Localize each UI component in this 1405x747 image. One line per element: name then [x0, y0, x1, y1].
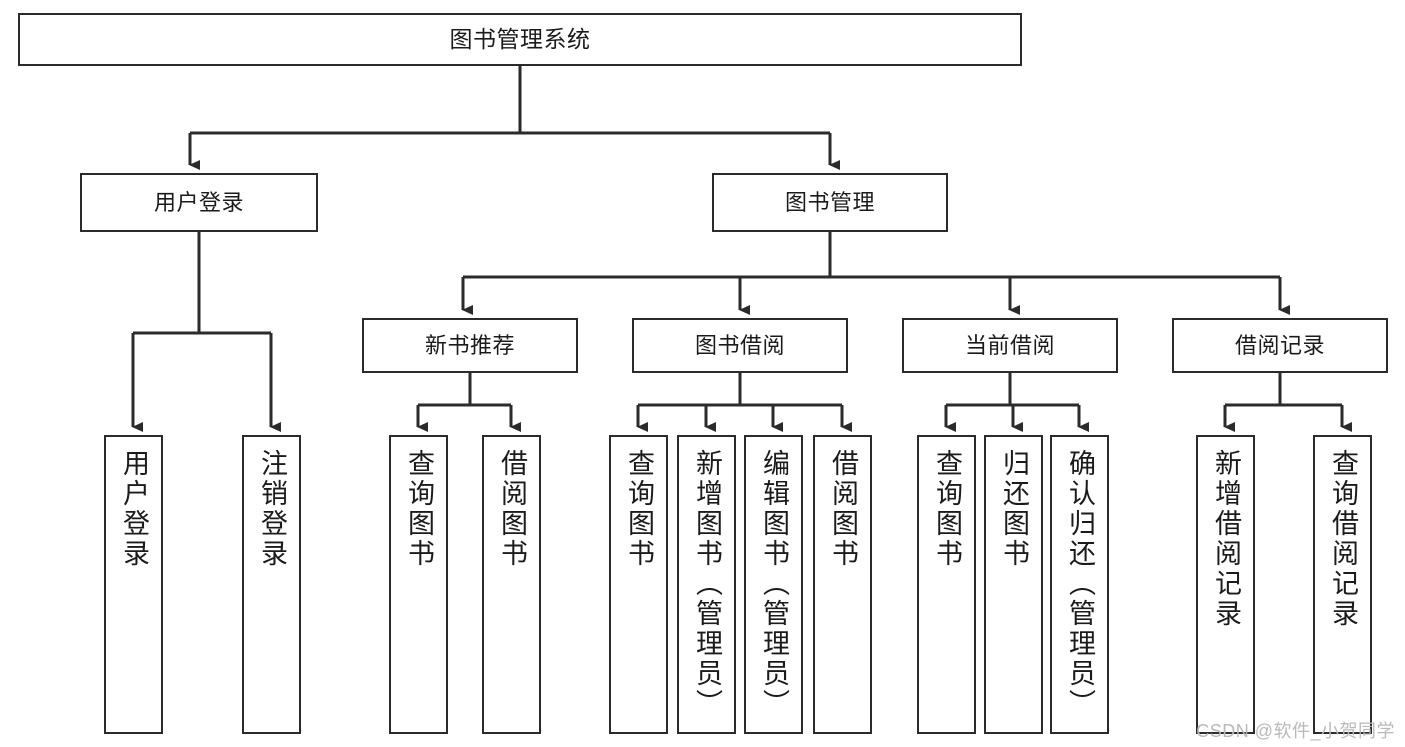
csdn-watermark: CSDN @软件_小贺同学 — [1196, 721, 1395, 741]
node-label: 借阅记录 — [1234, 332, 1325, 358]
leaf-recommend-query-book[interactable]: 查询图书 — [389, 435, 448, 734]
node-label: 新增图书（管理员） — [692, 449, 722, 719]
node-current-borrow[interactable]: 当前借阅 — [902, 318, 1118, 373]
leaf-record-query-record[interactable]: 查询借阅记录 — [1313, 435, 1372, 734]
leaf-recommend-borrow-book[interactable]: 借阅图书 — [482, 435, 541, 734]
node-label: 注销登录 — [257, 449, 287, 569]
node-label: 用户登录 — [153, 189, 244, 215]
leaf-user-login-logout[interactable]: 注销登录 — [242, 435, 301, 734]
leaf-borrow-borrow-book[interactable]: 借阅图书 — [813, 435, 872, 734]
node-book-borrow[interactable]: 图书借阅 — [632, 318, 848, 373]
leaf-current-return-book[interactable]: 归还图书 — [984, 435, 1043, 734]
node-label: 新书推荐 — [424, 332, 515, 358]
node-label: 查询图书 — [932, 449, 962, 569]
node-label: 借阅图书 — [497, 449, 527, 569]
node-label: 图书管理系统 — [449, 26, 591, 53]
node-label: 归还图书 — [999, 449, 1029, 569]
node-label: 图书管理 — [784, 189, 875, 215]
node-new-book-recommend[interactable]: 新书推荐 — [362, 318, 578, 373]
node-label: 确认归还（管理员） — [1065, 449, 1095, 719]
leaf-borrow-edit-book-admin[interactable]: 编辑图书（管理员） — [744, 435, 803, 734]
node-label: 查询图书 — [624, 449, 654, 569]
node-book-management[interactable]: 图书管理 — [712, 173, 948, 232]
node-label: 查询借阅记录 — [1328, 449, 1358, 629]
leaf-borrow-add-book-admin[interactable]: 新增图书（管理员） — [677, 435, 736, 734]
leaf-current-confirm-return-admin[interactable]: 确认归还（管理员） — [1050, 435, 1109, 734]
node-label: 新增借阅记录 — [1211, 449, 1241, 629]
node-label: 图书借阅 — [694, 332, 785, 358]
leaf-user-login-login[interactable]: 用户登录 — [104, 435, 163, 734]
node-borrow-record[interactable]: 借阅记录 — [1172, 318, 1388, 373]
leaf-record-add-record[interactable]: 新增借阅记录 — [1196, 435, 1255, 734]
node-label: 编辑图书（管理员） — [759, 449, 789, 719]
node-label: 查询图书 — [404, 449, 434, 569]
node-label: 借阅图书 — [828, 449, 858, 569]
node-user-login[interactable]: 用户登录 — [80, 173, 318, 232]
node-root-system[interactable]: 图书管理系统 — [18, 13, 1022, 66]
leaf-borrow-query-book[interactable]: 查询图书 — [609, 435, 668, 734]
node-label: 当前借阅 — [964, 332, 1055, 358]
node-label: 用户登录 — [119, 449, 149, 569]
leaf-current-query-book[interactable]: 查询图书 — [917, 435, 976, 734]
